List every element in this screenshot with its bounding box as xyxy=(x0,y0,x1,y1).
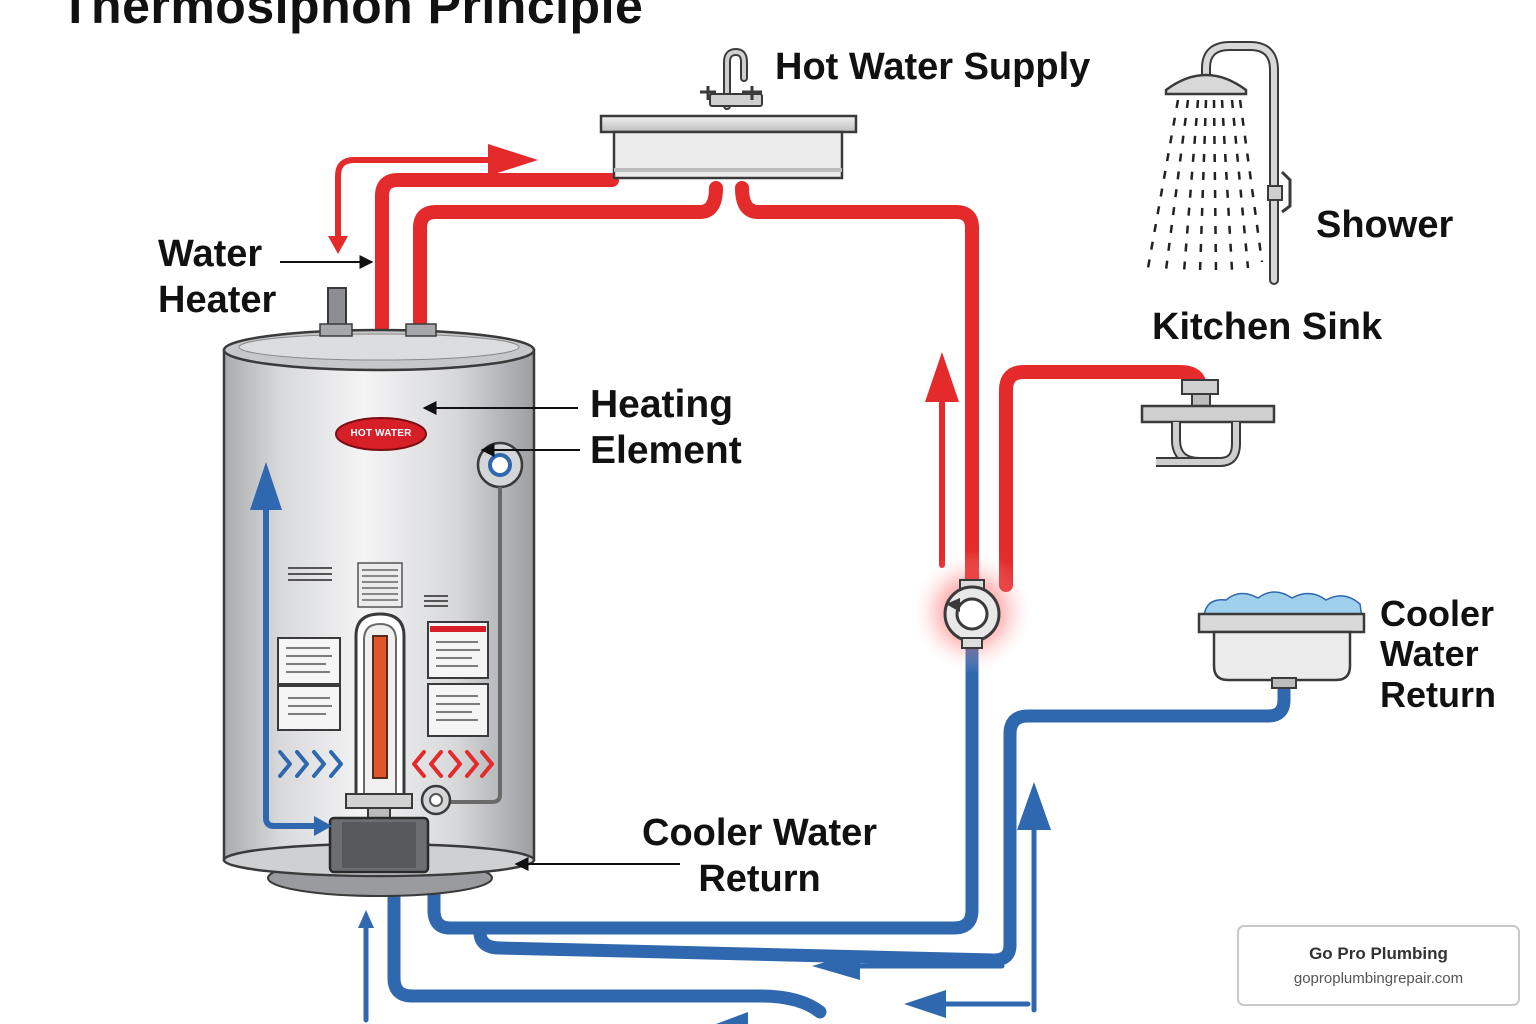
cold-arrowheads xyxy=(358,782,1051,1024)
water-heater-label: Water Heater xyxy=(158,232,276,323)
water-heater-tank xyxy=(222,287,536,897)
water-heater-label-line2: Heater xyxy=(158,278,277,321)
heating-element-icon xyxy=(345,612,413,823)
credit-name: Go Pro Plumbing xyxy=(1309,944,1448,963)
tank-internal-flow xyxy=(250,462,494,836)
cold-water-pipes xyxy=(387,633,1291,1019)
cold-pipe-main-return xyxy=(427,633,979,935)
hot-flow-arrows xyxy=(335,157,945,568)
supply-sink xyxy=(599,114,858,180)
cold-pipe-basin-return xyxy=(473,677,1291,967)
vent-lines xyxy=(288,567,448,607)
cooler-bottom-line1: Cooler Water xyxy=(642,812,878,854)
credit-url[interactable]: goproplumbingrepair.com xyxy=(1293,970,1464,987)
hot-pipe-right xyxy=(735,181,979,592)
hot-arrowhead-down xyxy=(328,236,348,254)
cold-inlet-fitting xyxy=(405,323,437,337)
hot-outlet-fitting xyxy=(319,323,353,337)
credit-box: Go Pro Plumbing goproplumbingrepair.com xyxy=(1237,925,1520,1006)
hot-arrowhead-right xyxy=(488,144,538,176)
cooler-bottom-line2: Return xyxy=(698,858,821,901)
heating-element-label: Heating Element xyxy=(590,382,742,474)
leader-lines xyxy=(280,255,680,871)
info-panel-right-bottom xyxy=(427,683,489,737)
kitchen-sink-label: Kitchen Sink xyxy=(1152,306,1383,348)
cooler-right-line1: Cooler xyxy=(1380,593,1495,634)
info-panel-left-bottom xyxy=(277,685,341,731)
circulation-pump-icon xyxy=(910,550,1034,674)
hot-arrowheads xyxy=(328,144,959,402)
heating-element-label-line1: Heating xyxy=(590,383,734,426)
cold-arrowhead-up-small xyxy=(358,910,374,928)
faucet-icon xyxy=(700,47,763,110)
hot-arrowhead-up xyxy=(925,352,959,402)
cold-arrowhead-left-2 xyxy=(904,990,946,1018)
hot-water-supply-label: Hot Water Supply xyxy=(775,46,1091,88)
cooler-right-line3: Return xyxy=(1380,673,1496,715)
kitchen-faucet-icon xyxy=(1140,379,1276,467)
brand-badge xyxy=(335,417,427,451)
hot-pipe-outer xyxy=(375,173,619,335)
cooler-water-return-label-right: Cooler Water Return xyxy=(1380,593,1496,715)
info-panel-left-top xyxy=(277,637,341,685)
cold-pipe-lower xyxy=(387,875,827,1019)
basin-icon xyxy=(1197,591,1366,689)
cooler-water-return-label-bottom: Cooler Water Return xyxy=(642,810,877,903)
cold-arrowhead-left-1 xyxy=(812,952,860,980)
water-heater-label-line1: Water xyxy=(158,233,263,275)
hot-pipe-kitchen xyxy=(999,365,1207,592)
diagram-title: Thermosiphon Principle xyxy=(60,0,644,34)
heating-element-label-line2: Element xyxy=(590,429,742,473)
shower-label: Shower xyxy=(1316,204,1454,246)
shower-spray xyxy=(1146,99,1264,273)
tank-top-inner xyxy=(238,333,520,361)
tank-brand-text: HOT WATER xyxy=(350,428,412,439)
shower-head-icon xyxy=(1164,41,1292,285)
cooler-right-line2: Water xyxy=(1380,633,1479,675)
cold-arrowhead-up xyxy=(1017,782,1051,830)
cold-arrowhead-bottom xyxy=(716,1012,748,1024)
hot-pipe-inner xyxy=(413,181,723,335)
hot-arrow-top-path xyxy=(335,157,503,249)
